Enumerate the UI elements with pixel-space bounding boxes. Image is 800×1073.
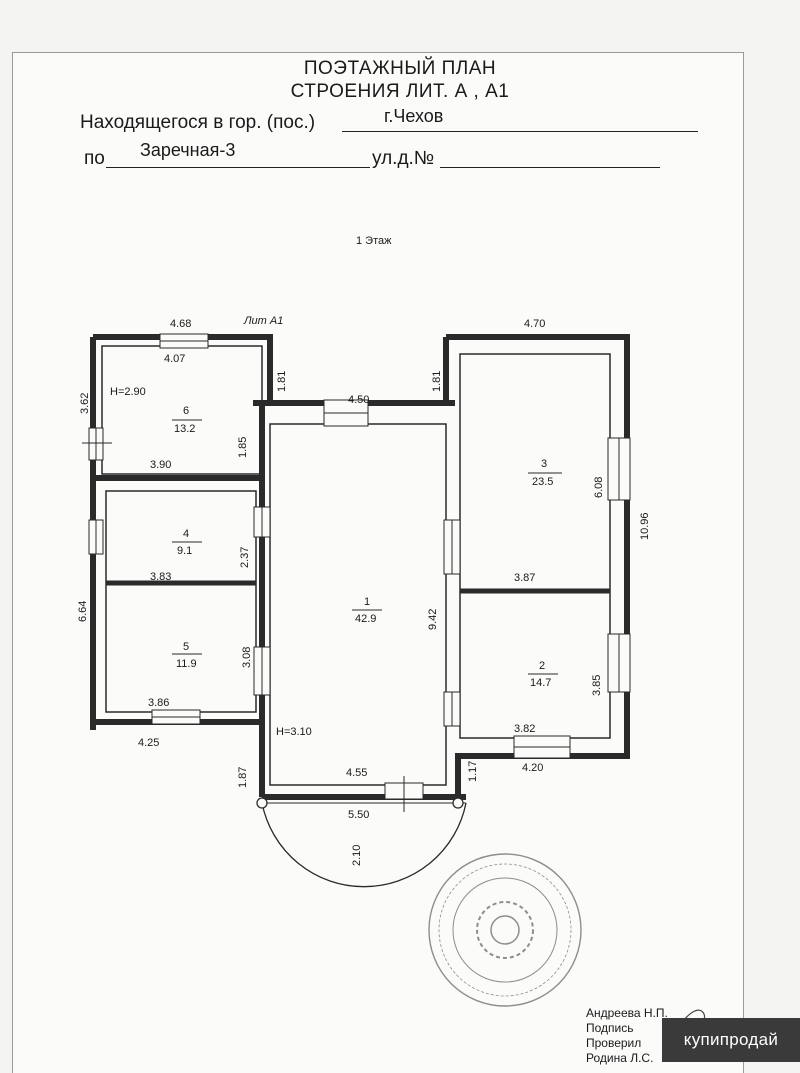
room-area: 9.1	[177, 545, 192, 557]
dim-label: 9.42	[427, 609, 439, 630]
dim-label: 3.85	[591, 675, 603, 696]
dim-label: 3.86	[148, 697, 169, 709]
dim-label: 3.87	[514, 572, 535, 584]
dim-label: 6.08	[593, 477, 605, 498]
location-label: Находящегося в гор. (пос.)	[80, 112, 316, 133]
dim-label: 5.50	[348, 809, 369, 821]
dim-label: 4.20	[522, 762, 543, 774]
dim-label: 4.55	[346, 767, 367, 779]
dim-label: 3.82	[514, 723, 535, 735]
floor-label: 1 Этаж	[356, 235, 392, 247]
dim-label: 2.37	[239, 547, 251, 568]
document-title-line1: ПОЭТАЖНЫЙ ПЛАН	[303, 58, 497, 79]
dim-label: 3.08	[241, 647, 253, 668]
location-underline	[342, 131, 698, 132]
room-area: 11.9	[176, 658, 197, 670]
room-area: 42.9	[355, 613, 376, 625]
street-underline	[106, 167, 370, 168]
street-value: Заречная-3	[140, 140, 236, 160]
room-area: 23.5	[532, 476, 553, 488]
dim-label: 1.17	[467, 761, 479, 782]
dim-label: 3.90	[150, 459, 171, 471]
room-area: 14.7	[530, 677, 551, 689]
dim-label: 1.87	[237, 767, 249, 788]
room-number: 2	[539, 660, 545, 672]
signature-block: Андреева Н.П. Подпись Проверил Родина Л.…	[586, 1006, 668, 1066]
dim-label: 2.10	[351, 845, 363, 866]
dim-label: 6.64	[77, 601, 89, 622]
dim-label: 3.83	[150, 571, 171, 583]
house-underline	[440, 167, 660, 168]
dim-label: 4.07	[164, 353, 185, 365]
dim-label: 4.25	[138, 737, 159, 749]
room-number: 3	[541, 458, 547, 470]
dim-label: 4.68	[170, 318, 191, 330]
signature-checked-label: Проверил	[586, 1036, 642, 1050]
dim-label: 1.81	[431, 371, 443, 392]
location-value: г.Чехов	[384, 106, 444, 126]
room-number: 4	[183, 528, 189, 540]
lit-a1-label: Лит А1	[243, 315, 283, 327]
signature-author: Андреева Н.П.	[586, 1006, 668, 1020]
dim-label: 1.81	[276, 371, 288, 392]
seal-stamp	[428, 853, 582, 1007]
dim-label: 4.70	[524, 318, 545, 330]
dim-label: 4.50	[348, 394, 369, 406]
dim-label: 3.62	[79, 393, 91, 414]
signature-label: Подпись	[586, 1021, 634, 1035]
ceiling-height-label: H=3.10	[276, 726, 312, 738]
house-label: ул.д.№	[372, 148, 435, 169]
ceiling-height-label: H=2.90	[110, 386, 146, 398]
watermark-logo: купипродай	[662, 1018, 800, 1062]
street-prefix: по	[84, 148, 105, 169]
signature-checker: Родина Л.С.	[586, 1051, 654, 1065]
document-sheet	[12, 52, 744, 1073]
room-number: 5	[183, 641, 189, 653]
room-area: 13.2	[174, 423, 195, 435]
room-number: 6	[183, 405, 189, 417]
room-number: 1	[364, 596, 370, 608]
dim-label: 10.96	[639, 512, 651, 540]
document-title-line2: СТРОЕНИЯ ЛИТ. А , А1	[290, 81, 510, 102]
dim-label: 1.85	[237, 437, 249, 458]
